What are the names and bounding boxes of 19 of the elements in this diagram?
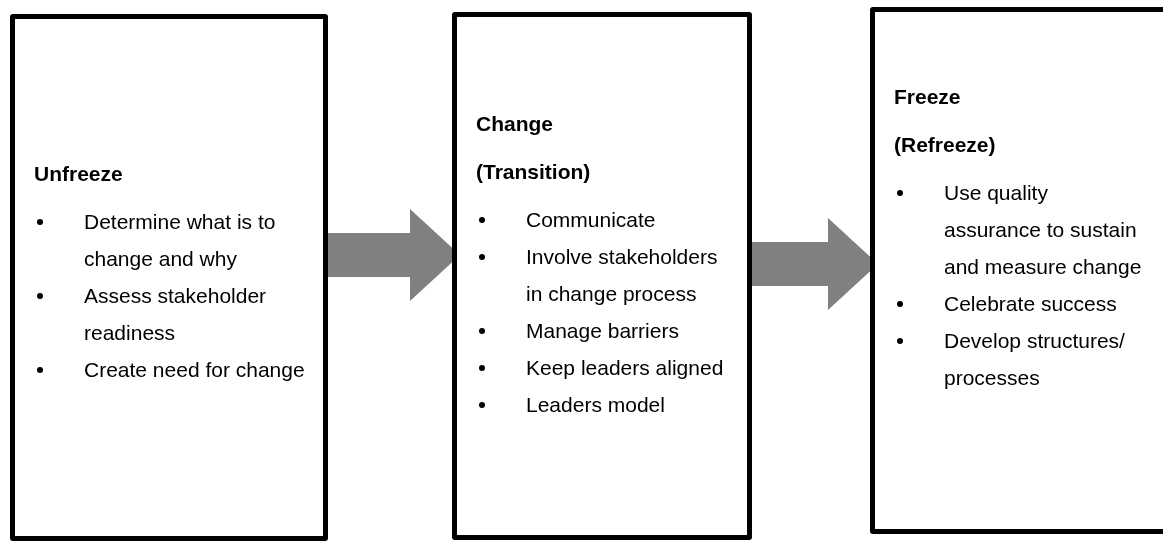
list-item: Celebrate success bbox=[944, 291, 1118, 317]
stage-box bbox=[10, 14, 328, 541]
list-item: Develop structures/ processes bbox=[944, 328, 1126, 391]
list-item: Leaders model bbox=[526, 392, 666, 418]
list-item: Keep leaders aligned bbox=[526, 355, 725, 381]
list-item: Involve stakeholders in change process bbox=[526, 244, 719, 307]
stage-heading: Freeze bbox=[894, 85, 961, 108]
stage-heading: Unfreeze bbox=[34, 162, 123, 185]
stage-heading: (Transition) bbox=[476, 160, 591, 183]
stage-box bbox=[452, 12, 752, 540]
list-item: Determine what is to change and why bbox=[84, 209, 277, 272]
stage-heading: (Refreeze) bbox=[894, 133, 996, 156]
stage-heading: Change bbox=[476, 112, 553, 135]
list-item: Use quality assurance to sustain and measure change bbox=[944, 180, 1143, 280]
list-item: Create need for change bbox=[84, 357, 306, 383]
list-item: Assess stakeholder readiness bbox=[84, 283, 268, 346]
stage-box bbox=[870, 7, 1163, 534]
list-item: Communicate bbox=[526, 207, 657, 233]
list-item: Manage barriers bbox=[526, 318, 680, 344]
